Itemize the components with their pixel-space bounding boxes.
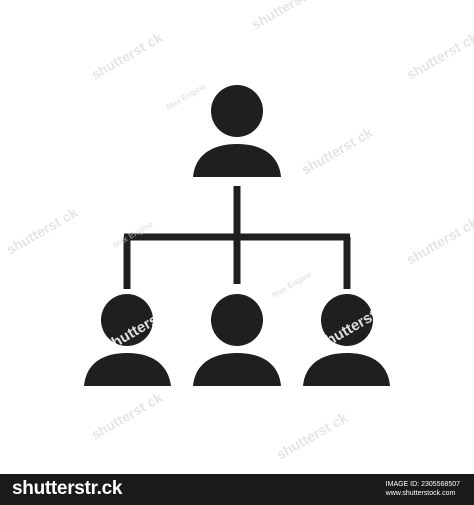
top-person-body — [193, 144, 281, 177]
left-person-head — [101, 294, 153, 346]
watermark-text: shutterst ck — [404, 29, 474, 83]
top-person-icon — [193, 85, 281, 177]
right-person-icon — [303, 294, 390, 386]
left-person-icon — [84, 294, 171, 386]
watermark-text: shutterst ck — [404, 214, 474, 268]
top-person-head — [211, 85, 263, 137]
watermark-text: shutterst ck — [249, 0, 326, 33]
center-person-icon — [193, 294, 281, 386]
watermark-text: shutterst ck — [299, 124, 376, 178]
connector-lines — [123, 186, 351, 289]
watermark-text: Max Engine — [165, 81, 208, 111]
right-person-head — [321, 294, 373, 346]
image-id-label: IMAGE ID: 2305568507 — [385, 481, 460, 488]
illustration-canvas: Max Engine Max Engine Max Engine shutter… — [3, 0, 474, 463]
site-url: www.shutterstock.com — [385, 490, 456, 497]
center-person-head — [211, 294, 263, 346]
stock-footer-bar: shutterstr.ck IMAGE ID: 2305568507 www.s… — [0, 474, 474, 505]
watermark-text: shutterst ck — [4, 204, 81, 258]
watermark-text: shutterst ck — [89, 389, 166, 443]
center-person-body — [193, 353, 281, 386]
watermark-text: Max Engine — [271, 269, 314, 299]
shutterstock-logo: shutterstr.ck — [12, 478, 123, 499]
right-person-body — [303, 353, 390, 386]
image-meta: IMAGE ID: 2305568507 www.shutterstock.co… — [386, 480, 460, 498]
watermark-text: shutterst ck — [274, 409, 351, 463]
watermark-text: shutterst ck — [89, 29, 166, 83]
organization-hierarchy-icon: Max Engine Max Engine Max Engine shutter… — [4, 0, 474, 463]
left-person-body — [84, 353, 171, 386]
